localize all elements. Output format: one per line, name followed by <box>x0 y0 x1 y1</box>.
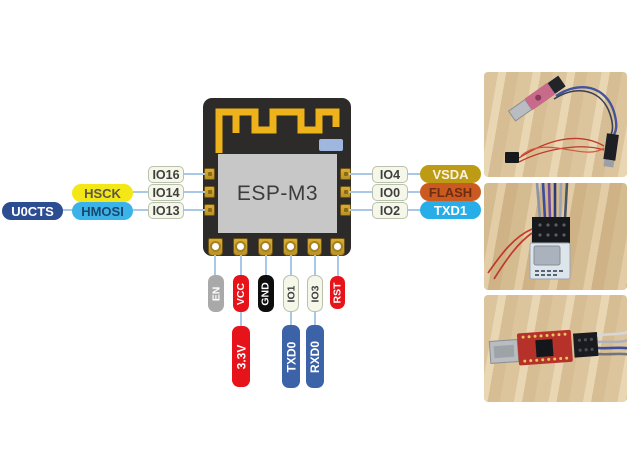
wire-3v3 <box>240 312 242 326</box>
chip-pad-gnd <box>258 238 273 256</box>
function-label-hsck: HSCK <box>72 184 133 202</box>
red-wire <box>487 228 533 274</box>
wire-io14 <box>183 191 205 193</box>
pin-label-io3: IO3 <box>307 275 323 312</box>
pin-label-io2: IO2 <box>372 202 408 219</box>
function-label-hmosi: HMOSI <box>72 202 133 220</box>
chip-pin-io13 <box>204 204 215 216</box>
red-wire <box>518 137 605 159</box>
function-label-text: 3.3V <box>234 344 248 369</box>
pin-label-en: EN <box>208 275 224 312</box>
dark-wire <box>553 90 614 137</box>
function-label-rxd0: RXD0 <box>306 325 324 388</box>
pin-label-io1: IO1 <box>283 275 299 312</box>
wire-vcc <box>240 255 242 275</box>
small-black-module <box>505 152 519 163</box>
pin-label-text: EN <box>210 286 222 301</box>
wire-txd0 <box>290 312 292 325</box>
pad-hole-icon <box>210 241 221 252</box>
chip-pad-io3 <box>307 238 322 256</box>
pad-hole-icon <box>235 241 246 252</box>
pin-label-io4: IO4 <box>372 166 408 183</box>
wire-en <box>214 255 216 275</box>
wire-flash <box>407 191 421 193</box>
red-serial-board <box>516 329 573 366</box>
pin-label-text: IO3 <box>309 285 321 302</box>
header-pins <box>538 223 566 237</box>
header-socket <box>532 217 570 243</box>
chip-pad-io1 <box>283 238 298 256</box>
chip-pad-rst <box>330 238 345 256</box>
wire-io3 <box>314 255 316 275</box>
function-label-text: TXD0 <box>284 341 298 372</box>
wire-rxd0 <box>314 312 316 325</box>
function-label-u0cts: U0CTS <box>2 202 63 220</box>
black-socket-adapter <box>572 331 599 358</box>
chip-component-icon <box>319 139 343 151</box>
photo-usb-serial-programmer <box>484 295 627 402</box>
end-connector <box>603 133 619 168</box>
pad-hole-icon <box>309 241 320 252</box>
chip-pad-vcc <box>233 238 248 256</box>
wire-rst <box>337 255 339 276</box>
pin-label-gnd: GND <box>258 275 274 312</box>
pin-label-text: RST <box>331 282 344 303</box>
wire-u0cts <box>62 209 74 211</box>
chip-pad-en <box>208 238 223 256</box>
pin-label-text: GND <box>260 281 272 306</box>
wire-txd1 <box>407 209 421 211</box>
wire-hsck <box>133 191 149 193</box>
wire-gnd <box>265 255 267 275</box>
function-label-txd1: TXD1 <box>420 201 481 219</box>
wire-io2 <box>349 209 373 211</box>
pin-label-io0: IO0 <box>372 184 408 201</box>
red-wire <box>493 232 533 280</box>
function-label-txd0: TXD0 <box>282 325 300 388</box>
photo-adapter-and-module-wired <box>484 72 627 177</box>
pin-label-io16: IO16 <box>148 166 184 183</box>
socket-pins <box>577 337 594 352</box>
blue-wire <box>555 86 618 137</box>
chip-pin-io14 <box>204 186 215 198</box>
chip-pin-io16 <box>204 168 215 180</box>
pin-label-text: IO1 <box>285 285 297 302</box>
pin-label-rst: RST <box>330 276 345 309</box>
antenna-trace <box>215 108 340 153</box>
ribbon-wires <box>535 183 569 220</box>
jumper-wires <box>596 330 627 356</box>
red-wire <box>520 146 605 157</box>
pad-hole-icon <box>285 241 296 252</box>
photo-esp-module-closeup <box>484 183 627 290</box>
pad-hole-icon <box>260 241 271 252</box>
pad-hole-icon <box>332 241 343 252</box>
wire-io1 <box>290 255 292 275</box>
pin-label-text: VCC <box>235 282 248 305</box>
pin-label-io14: IO14 <box>148 184 184 201</box>
wire-vsda <box>407 173 421 175</box>
esp-board <box>529 242 571 280</box>
wire-io13 <box>183 209 205 211</box>
wire-io4 <box>349 173 373 175</box>
function-label-3v3: 3.3V <box>232 326 250 387</box>
wire-io0 <box>349 191 373 193</box>
usb-serial-adapter <box>507 75 566 122</box>
pin-label-io13: IO13 <box>148 202 184 219</box>
pin-label-vcc: VCC <box>233 275 249 312</box>
wire-hmosi <box>133 209 149 211</box>
function-label-flash: FLASH <box>420 183 481 201</box>
usb-plug-slot <box>493 344 515 359</box>
function-label-text: RXD0 <box>308 340 323 373</box>
function-label-vsda: VSDA <box>420 165 481 183</box>
chip-label: ESP-M3 <box>218 154 337 233</box>
wire-io16 <box>183 173 205 175</box>
